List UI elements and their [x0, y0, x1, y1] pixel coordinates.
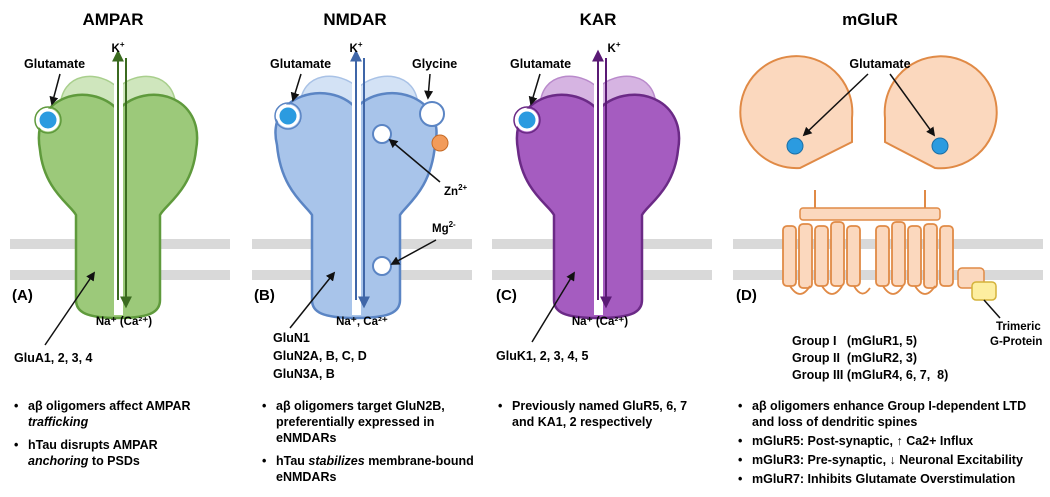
glutamate-ligand-ampar	[36, 108, 60, 132]
mglur-note-4: mGluR7: Inhibits Glutamate Overstimulati…	[752, 472, 1015, 486]
svg-text:•: •	[738, 472, 742, 486]
mglur-note-2: mGluR5: Post-synaptic, ↑ Ca2+ Influx	[752, 434, 973, 448]
mg-arrow	[390, 239, 437, 265]
mglur-group-1: Group I (mGluR1, 5)	[792, 334, 917, 348]
glycine-arrow	[424, 73, 434, 100]
ampar-subunits: GluA1, 2, 3, 4	[14, 351, 93, 365]
title-ampar: AMPAR	[82, 10, 143, 29]
nmdar-k-label: K+	[350, 40, 363, 55]
glutamate-ligand-kar	[515, 108, 539, 132]
kar-subunits: GluK1, 2, 3, 4, 5	[496, 349, 588, 363]
nmdar-note-1-line-2: preferentially expressed in	[276, 415, 434, 429]
mglur-note-1-line-2: and loss of dendritic spines	[752, 415, 917, 429]
panel-letter-a: (A)	[12, 287, 33, 304]
nmdar-ligand-label: Glutamate	[270, 57, 331, 71]
gprotein-label-1: Trimeric	[996, 321, 1041, 333]
ampar-receptor	[37, 49, 199, 320]
ampar-ligand-arrow	[49, 73, 61, 106]
nmdar-subunit-arrow	[289, 271, 336, 329]
title-kar: KAR	[580, 10, 617, 29]
mglur-ligand-label: Glutamate	[849, 57, 910, 71]
mglur-receptor	[739, 55, 998, 295]
kar-notes: • Previously named GluR5, 6, 7 and KA1, …	[498, 399, 687, 429]
mglur-ligand-arrow-right	[889, 73, 936, 137]
mglur-notes: • aβ oligomers enhance Group I-dependent…	[738, 399, 1026, 486]
mglur-note-1-line-1: aβ oligomers enhance Group I-dependent L…	[752, 399, 1026, 413]
nmdar-note-1-line-3: eNMDARs	[276, 431, 336, 445]
zinc-label: Zn2+	[444, 183, 468, 198]
ampar-note-1-line-1: aβ oligomers affect AMPAR	[28, 399, 191, 413]
kar-ligand-arrow	[528, 73, 541, 106]
glycine-label: Glycine	[412, 57, 457, 71]
mglur-group-2: Group II (mGluR2, 3)	[792, 351, 917, 365]
zinc-arrow	[388, 138, 441, 183]
ampar-notes: • aβ oligomers affect AMPAR trafficking …	[14, 399, 191, 468]
mglur-ligand-arrow-left	[802, 73, 869, 137]
svg-text:•: •	[738, 453, 742, 467]
nmdar-subunit-3: GluN3A, B	[273, 367, 335, 381]
glutamate-ligand-mglur-left	[786, 137, 804, 155]
nmdar-note-2-line-1: hTau stabilizes membrane-bound	[276, 454, 474, 468]
glycine-ligand	[431, 134, 449, 152]
nmdar-ligand-arrow	[290, 73, 302, 102]
title-nmdar: NMDAR	[323, 10, 386, 29]
svg-text:•: •	[498, 399, 502, 413]
ampar-ligand-label: Glutamate	[24, 57, 85, 71]
nmdar-note-1-line-1: aβ oligomers target GluN2B,	[276, 399, 445, 413]
kar-k-label: K+	[608, 40, 621, 55]
ampar-note-2-line-2: anchoring to PSDs	[28, 454, 140, 468]
ampar-note-1-line-2: trafficking	[28, 415, 89, 429]
gprotein-pointer	[983, 299, 1001, 319]
kar-subunit-arrow	[531, 271, 575, 343]
title-mglur: mGluR	[842, 10, 898, 29]
glutamate-ligand-nmdar	[276, 104, 300, 128]
gprotein-label-2: G-Protein	[990, 336, 1042, 348]
nmdar-subunit-1: GluN1	[273, 331, 310, 345]
mg-label: Mg2-	[432, 220, 456, 235]
svg-text:•: •	[738, 399, 742, 413]
ampar-subunit-arrow	[44, 271, 96, 346]
g-protein	[957, 267, 997, 301]
nmdar-na-label: Na⁺, Ca²⁺	[336, 316, 388, 328]
svg-text:•: •	[14, 438, 18, 452]
svg-text:•: •	[738, 434, 742, 448]
panel-letter-d: (D)	[736, 287, 757, 304]
mglur-note-3: mGluR3: Pre-synaptic, ↓ Neuronal Excitab…	[752, 453, 1023, 467]
nmdar-notes: • aβ oligomers target GluN2B, preferenti…	[262, 399, 474, 484]
svg-text:•: •	[262, 454, 266, 468]
panel-letter-c: (C)	[496, 287, 517, 304]
kar-na-label: Na⁺ (Ca²⁺)	[572, 316, 628, 328]
ampar-note-2-line-1: hTau disrupts AMPAR	[28, 438, 158, 452]
panel-letter-b: (B)	[254, 287, 275, 304]
mglur-group-3: Group III (mGluR4, 6, 7, 8)	[792, 368, 948, 382]
kar-note-1-line-2: and KA1, 2 respectively	[512, 415, 652, 429]
kar-note-1-line-1: Previously named GluR5, 6, 7	[512, 399, 687, 413]
kar-receptor	[515, 49, 681, 320]
nmdar-note-2-line-2: eNMDARs	[276, 470, 336, 484]
glutamate-ligand-mglur-right	[931, 137, 949, 155]
svg-text:•: •	[262, 399, 266, 413]
ampar-k-label: K+	[112, 40, 125, 55]
svg-text:•: •	[14, 399, 18, 413]
kar-ligand-label: Glutamate	[510, 57, 571, 71]
ampar-na-label: Na⁺ (Ca²⁺)	[96, 316, 152, 328]
nmdar-subunit-2: GluN2A, B, C, D	[273, 349, 367, 363]
